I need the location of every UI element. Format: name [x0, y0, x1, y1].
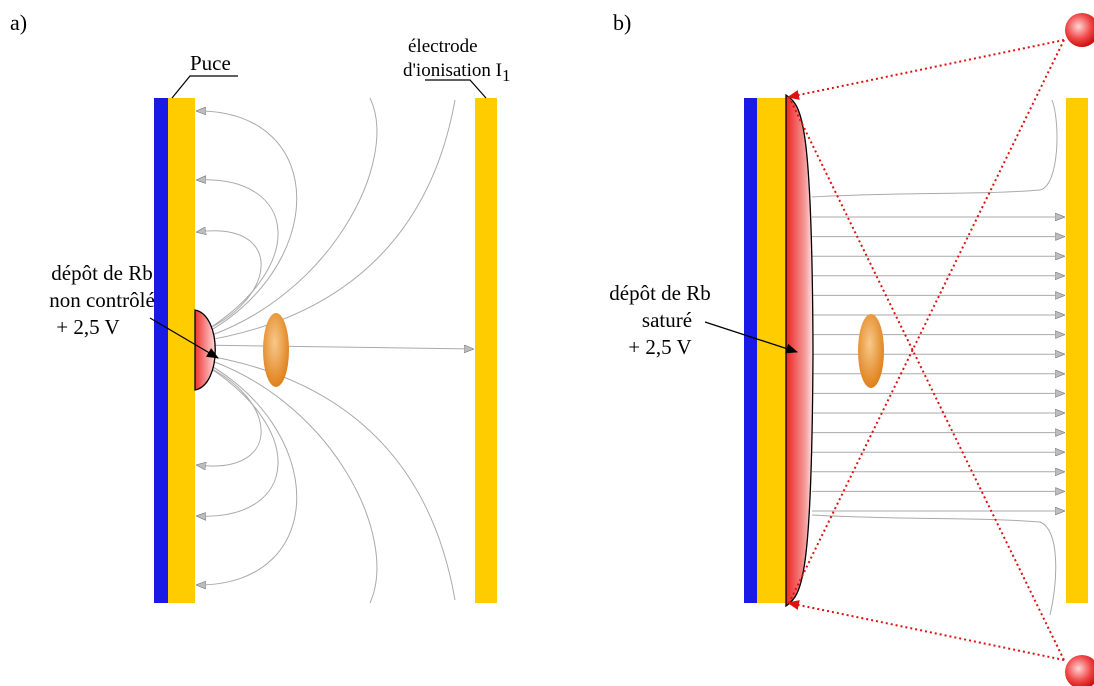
geometry-rays [787, 39, 1065, 661]
atom-cloud-a [263, 313, 289, 387]
field-lines-b [812, 217, 1064, 511]
panel-b: b) dépôt de Rb saturé + 2,5 V [609, 10, 1094, 686]
deposit-a-line1: dépôt de Rb [51, 261, 152, 285]
deposit-b-line3: + 2,5 V [628, 335, 691, 359]
rb-droplet-top [1065, 13, 1094, 47]
electrode-label-line2: d'ionisation I1 [403, 60, 510, 85]
chip-label-leader [171, 75, 238, 99]
substrate-a [154, 98, 168, 603]
rb-droplet-bottom [1065, 655, 1094, 686]
rb-deposit-b [785, 93, 814, 608]
deposit-b-line2: saturé [642, 308, 692, 332]
edge-field-lines-b [811, 99, 1058, 616]
substrate-b [744, 98, 757, 603]
electrode-label-line1: électrode [408, 36, 478, 57]
chip-gold-a [168, 98, 195, 603]
deposit-a-line2: non contrôlé [49, 288, 155, 312]
electrode-label-leader [425, 79, 487, 99]
deposit-a-line3: + 2,5 V [56, 315, 119, 339]
ionisation-electrode-a [475, 98, 497, 603]
panel-b-label: b) [613, 10, 631, 35]
ionisation-electrode-b [1066, 98, 1088, 603]
panel-a-label: a) [10, 10, 27, 35]
field-lines-a [197, 97, 473, 604]
atom-cloud-b [858, 314, 884, 388]
deposit-b-pointer [704, 321, 798, 354]
deposit-a-pointer [149, 317, 219, 359]
chip-label: Puce [190, 51, 231, 75]
deposit-b-line1: dépôt de Rb [609, 281, 710, 305]
panel-a: a) Puce électrode d'ionisation I1 [10, 10, 510, 604]
chip-gold-b [757, 98, 786, 603]
